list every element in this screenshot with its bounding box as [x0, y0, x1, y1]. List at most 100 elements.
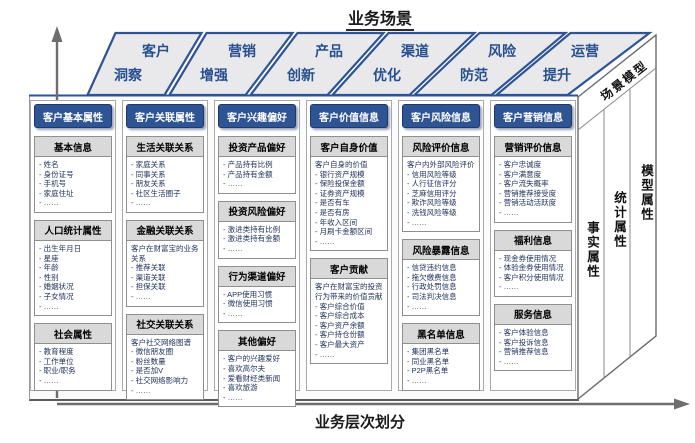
info-box-title: 服务信息: [495, 304, 571, 325]
info-box-item: 客户体验信息: [499, 328, 569, 338]
info-box-item: 欺诈风险等级: [407, 198, 477, 208]
info-box-item: 喜欢旅游: [223, 383, 293, 393]
info-box-item: 教育程度: [39, 347, 109, 357]
info-box: 风险评价信息客户内外部风险评价信用风险等级人行征信评分芝麻信用评分欺诈风险等级洗…: [402, 136, 480, 233]
info-box-item: ……: [39, 376, 109, 386]
info-box-item: 证券资产规模: [315, 189, 385, 199]
side-strip-label-1: 统计属性: [612, 191, 626, 249]
info-box-item: 职业/职务: [39, 366, 109, 376]
info-box-item: ……: [39, 302, 109, 312]
info-box-title: 投资风险偏好: [219, 201, 295, 222]
info-box-body: 客户忠诚度客户满意度客户流失概率营销推荐接受度营销活动活跃度……: [495, 157, 571, 222]
info-box-item: 子女情况: [39, 292, 109, 302]
info-box-item: 手机号: [39, 179, 109, 189]
column-header: 客户兴趣偏好: [218, 104, 296, 128]
attribute-column-0: 客户基本属性基本信息姓名身份证号手机号家庭住址……人口统计属性出生年月日星座年龄…: [30, 100, 116, 391]
info-box-item: 客户最大资产: [315, 340, 385, 350]
info-box-intro: 客户自身的价值: [315, 160, 368, 169]
info-box-item: 微信朋友圈: [131, 347, 201, 357]
info-box-item: ……: [39, 198, 109, 208]
info-box-item: 营销推荐信息: [499, 347, 569, 357]
column-header: 客户基本属性: [34, 104, 112, 128]
info-box-title: 客户贡献: [311, 259, 387, 280]
info-box-item: ……: [131, 292, 201, 302]
info-box-body: 信贷违约信息拖欠缴费信息行政处罚信息司法判决信息……: [403, 260, 479, 315]
info-box-item: 同业黑名单: [407, 357, 477, 367]
x-axis-arrowhead: [674, 398, 690, 410]
info-box-item: 月刷卡金额区间: [315, 227, 385, 237]
info-box-item: 姓名: [39, 160, 109, 170]
info-box-item: ……: [223, 179, 293, 189]
cube-front-face: [29, 95, 579, 401]
info-box-item: 客户忠诚度: [499, 160, 569, 170]
info-box-body: 激进类持有比例激进类持有金额……: [219, 222, 295, 258]
info-box-title: 投资产品偏好: [219, 137, 295, 157]
top-cell-line2: 增强: [200, 67, 228, 83]
info-box-item: 推荐关联: [131, 263, 201, 273]
info-box-body: 出生年月日星座年龄性别婚姻状况子女情况……: [35, 241, 111, 315]
info-box-body: 家庭关系同事关系朋友关系社区生活圈子……: [127, 157, 203, 212]
info-box-item: 星座: [39, 254, 109, 264]
side-strip-label-0: 事实属性: [585, 221, 599, 279]
info-box-item: ……: [407, 302, 477, 312]
info-box-item: 年龄: [39, 263, 109, 273]
info-box-item: 客户综合价值: [315, 302, 385, 312]
info-box-body: 客户的兴趣爱好喜欢高尔夫爱看财经类新闻喜欢旅游……: [219, 351, 295, 406]
column-header: 客户关联属性: [126, 104, 204, 128]
info-box-item: 司法判决信息: [407, 292, 477, 302]
info-box-item: 家庭住址: [39, 189, 109, 199]
info-box-title: 社会属性: [35, 324, 111, 345]
info-box-item: 工作单位: [39, 357, 109, 367]
info-box-title: 风险评价信息: [403, 137, 479, 157]
info-box-item: 同事关系: [131, 170, 201, 180]
info-box-item: 客户的兴趣爱好: [223, 354, 293, 364]
info-box-title: 人口统计属性: [35, 220, 111, 241]
attribute-column-3: 客户价值信息客户自身价值客户自身的价值银行资产规模保险投保金额证券资产规模是否有…: [306, 100, 392, 391]
info-box-item: 是否加V: [131, 366, 201, 376]
info-box-item: 拖欠缴费信息: [407, 273, 477, 283]
side-strip-label-2: 模型属性: [639, 164, 653, 222]
info-box: 生活关联关系家庭关系同事关系朋友关系社区生活圈子……: [126, 136, 204, 213]
info-box-item: P2P黑名单: [407, 366, 477, 376]
info-box-item: ……: [131, 198, 201, 208]
info-box-item: ……: [407, 218, 477, 228]
info-box-title: 客户自身价值: [311, 137, 387, 157]
info-box-body: APP使用习惯微信使用习惯……: [219, 287, 295, 323]
info-box-title: 其他偏好: [219, 331, 295, 352]
info-box-item: 社交网络影响力: [131, 376, 201, 386]
info-box: 投资产品偏好产品持有比例产品持有金额……: [218, 136, 296, 194]
info-box-intro: 客户社交网络图谱: [131, 337, 191, 347]
top-cell-line2: 防范: [460, 67, 488, 83]
info-box: 黑名单信息集团黑名单同业黑名单P2P黑名单……: [402, 323, 480, 391]
info-box-item: 是否有房: [315, 208, 385, 218]
info-box-title: 风险暴露信息: [403, 240, 479, 261]
top-cell-line2: 洞察: [114, 67, 142, 83]
info-box-item: ……: [407, 376, 477, 386]
info-box: 人口统计属性出生年月日星座年龄性别婚姻状况子女情况……: [34, 219, 112, 317]
info-box-body: 集团黑名单同业黑名单P2P黑名单……: [403, 344, 479, 389]
info-box-item: 营销活动活跃度: [499, 198, 569, 208]
info-box-item: ……: [223, 244, 293, 254]
info-box-item: 年收入区间: [315, 218, 385, 228]
info-box-body: 教育程度工作单位职业/职务……: [35, 344, 111, 389]
info-box-title: 生活关联关系: [127, 137, 203, 157]
info-box-item: 社区生活圈子: [131, 189, 201, 199]
column-header: 客户价值信息: [310, 104, 388, 128]
info-box: 营销评价信息客户忠诚度客户满意度客户流失概率营销推荐接受度营销活动活跃度……: [494, 136, 572, 223]
info-box-item: 营销推荐接受度: [499, 189, 569, 199]
attribute-column-2: 客户兴趣偏好投资产品偏好产品持有比例产品持有金额…… 投资风险偏好激进类持有比例激…: [214, 100, 300, 408]
top-axis-title: 业务场景: [345, 11, 414, 31]
info-box-item: 粉丝数量: [131, 357, 201, 367]
info-box-item: 客户持仓份额: [315, 330, 385, 340]
info-box-item: APP使用习惯: [223, 290, 293, 300]
info-box-item: 渠道关联: [131, 273, 201, 283]
info-box-item: 客户综合成本: [315, 311, 385, 321]
info-box-item: 朋友关系: [131, 179, 201, 189]
info-box-item: 担保关联: [131, 282, 201, 292]
info-box-title: 福利信息: [495, 230, 571, 251]
info-box-body: 客户在财富宝的业务关系推荐关联渠道关联担保关联……: [127, 241, 203, 306]
info-box-item: 银行资产规模: [315, 170, 385, 180]
info-box-item: 身份证号: [39, 170, 109, 180]
attribute-column-5: 客户营销信息营销评价信息客户忠诚度客户满意度客户流失概率营销推荐接受度营销活动活…: [490, 100, 576, 391]
